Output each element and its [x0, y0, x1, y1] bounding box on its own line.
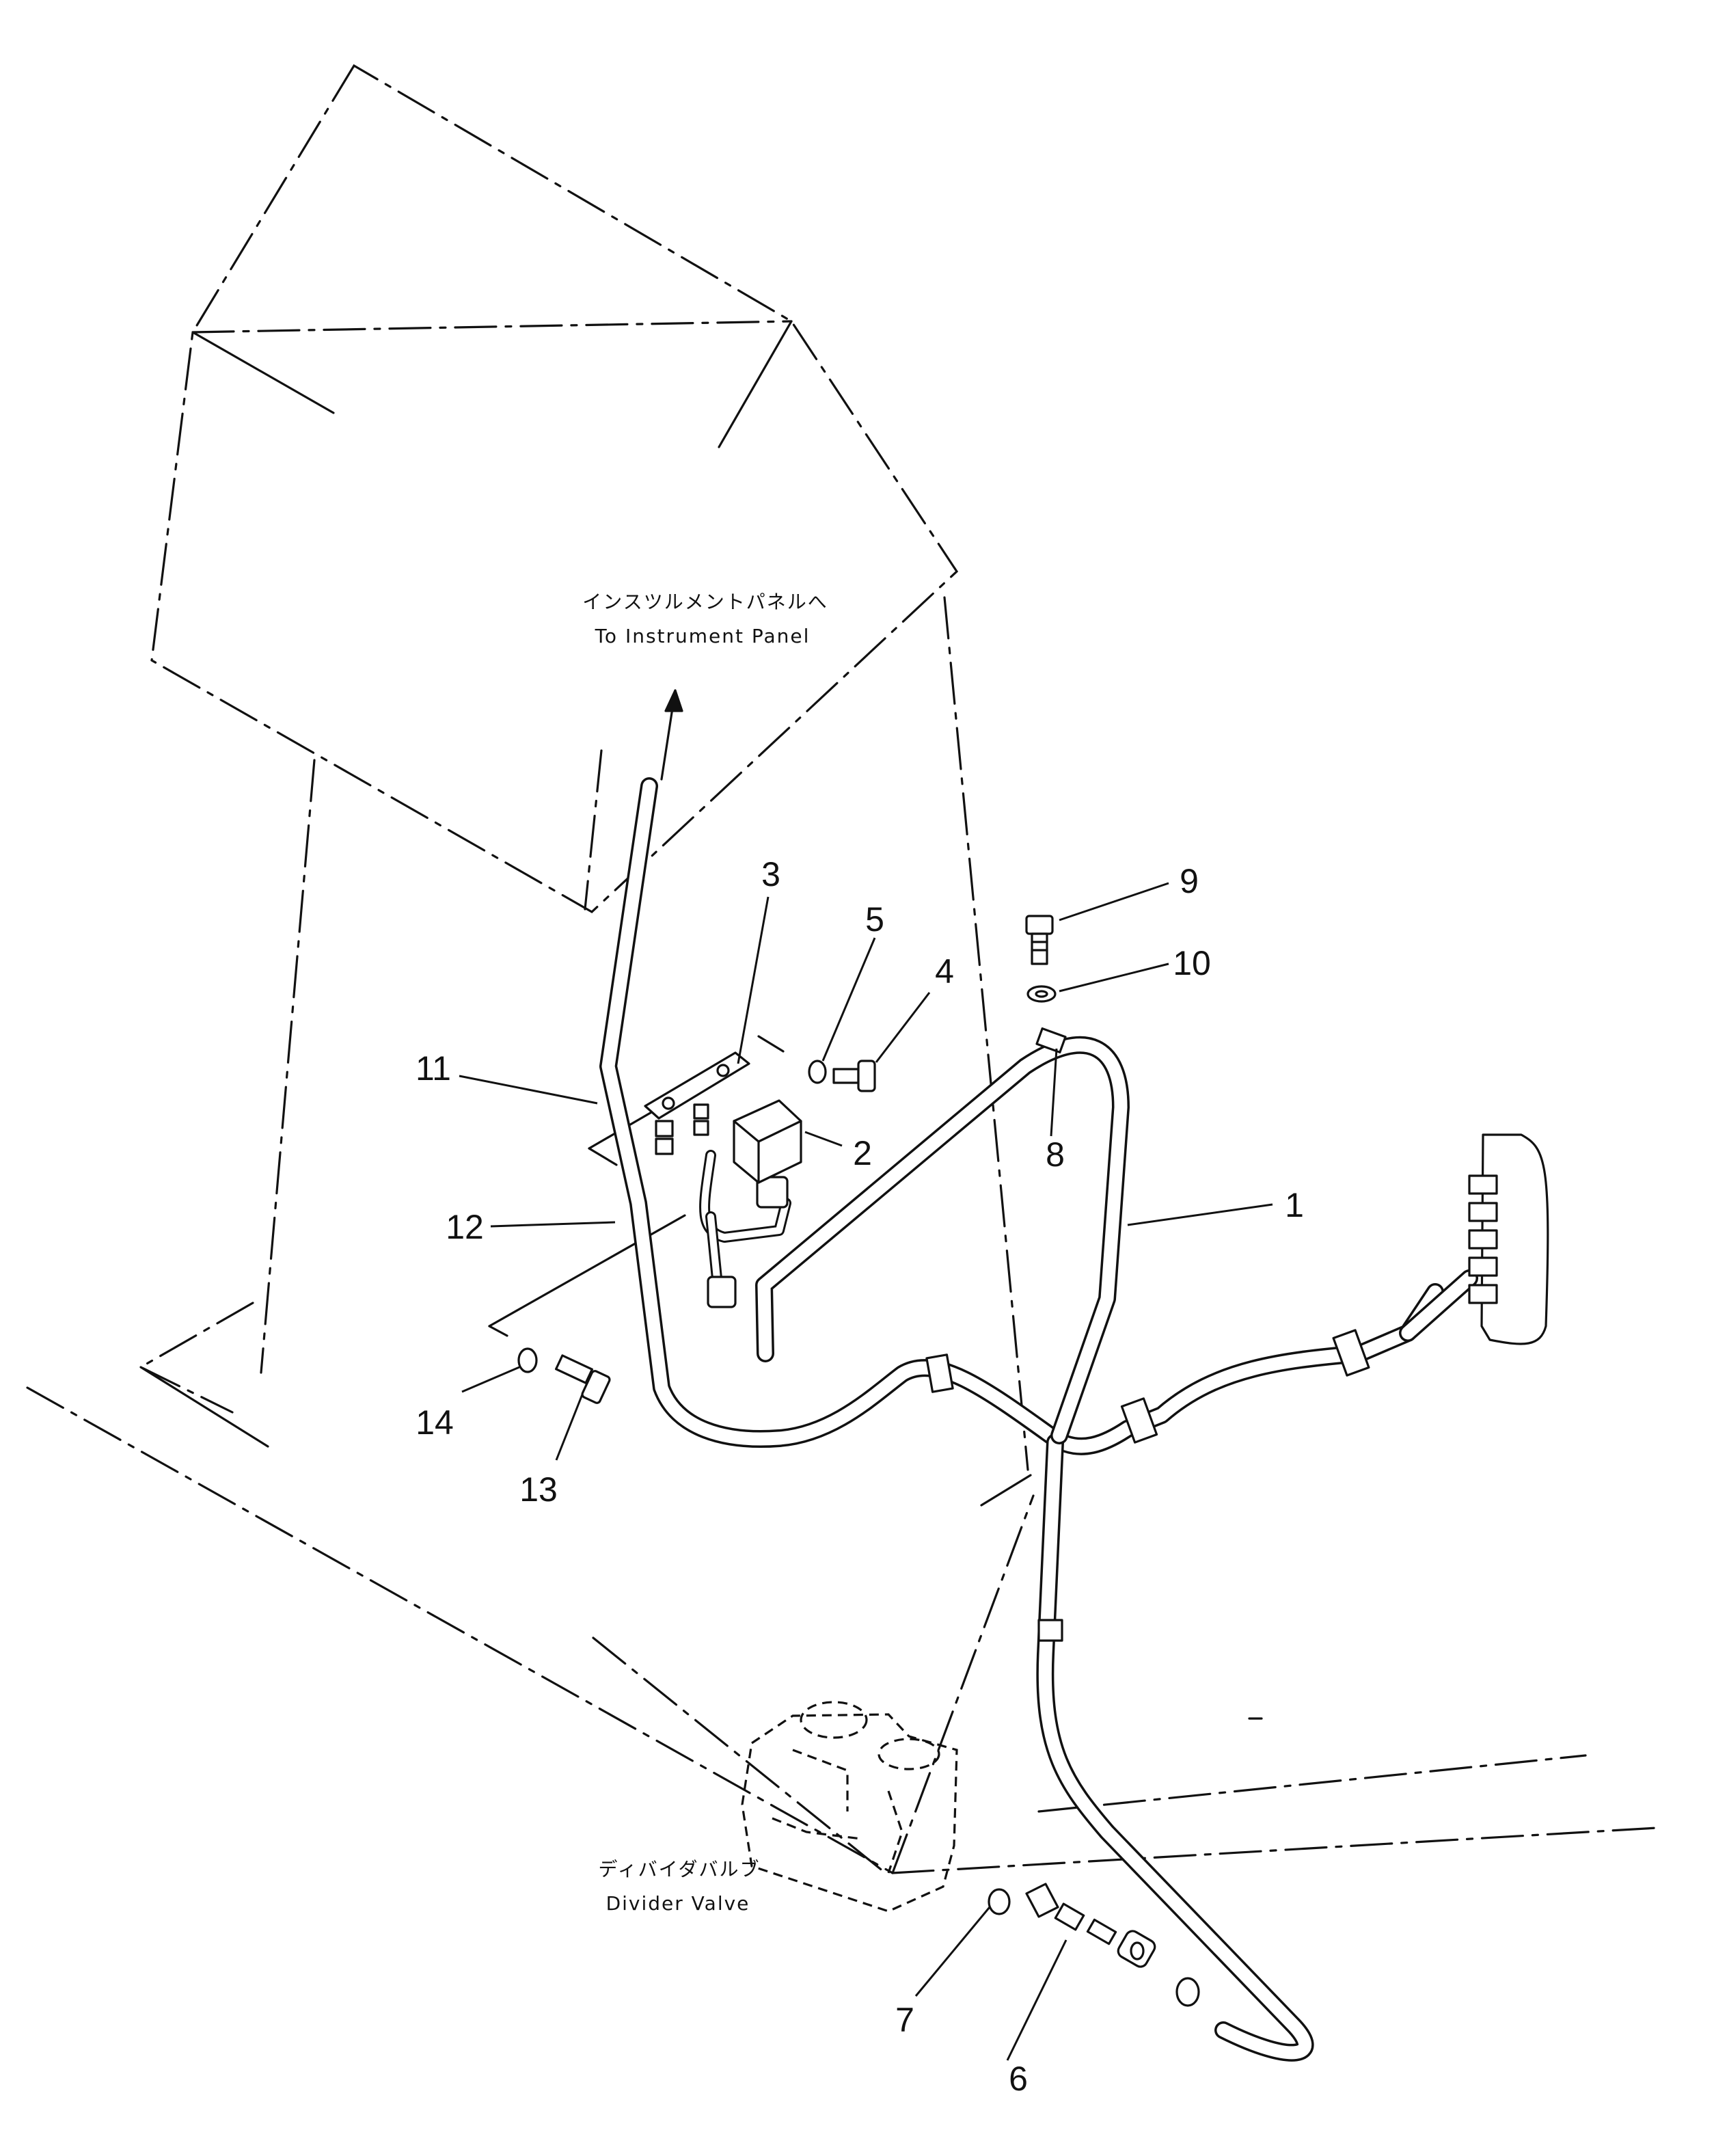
label-instrument-panel-en: To Instrument Panel: [595, 625, 811, 647]
callout-2: 2: [853, 1134, 872, 1172]
label-divider-valve-en: Divider Valve: [606, 1892, 750, 1915]
callout-13: 13: [519, 1470, 558, 1509]
callout-5: 5: [865, 900, 884, 939]
fasteners: [517, 915, 1200, 2007]
callout-10: 10: [1173, 944, 1211, 982]
cab-outline: [26, 64, 1658, 1876]
label-instrument-panel-jp: インスツルメントパネルへ: [582, 591, 828, 613]
callout-4: 4: [935, 952, 954, 991]
wiring-harness: [599, 689, 1478, 2062]
callout-3: 3: [761, 855, 780, 893]
callout-numbers: 1 2 3 4 5 6 7 8 9 10 11 12 13 14: [416, 855, 1304, 2098]
callout-11: 11: [416, 1049, 451, 1088]
connector-block: [1468, 1133, 1549, 1345]
callout-8: 8: [1046, 1135, 1065, 1174]
callout-14: 14: [416, 1403, 454, 1442]
divider-valve: [741, 1701, 958, 1913]
leader-lines: [459, 882, 1273, 2061]
callout-9: 9: [1180, 862, 1199, 900]
callout-12: 12: [446, 1208, 484, 1246]
callout-6: 6: [1009, 2060, 1028, 2098]
callout-7: 7: [895, 2001, 914, 2039]
label-divider-valve-jp: ディバイダバルブ: [599, 1858, 761, 1881]
callout-1: 1: [1285, 1186, 1304, 1224]
relay-bracket: [644, 1051, 802, 1184]
diagram-labels: インスツルメントパネルへ To Instrument Panel ディバイダバル…: [582, 591, 828, 1915]
